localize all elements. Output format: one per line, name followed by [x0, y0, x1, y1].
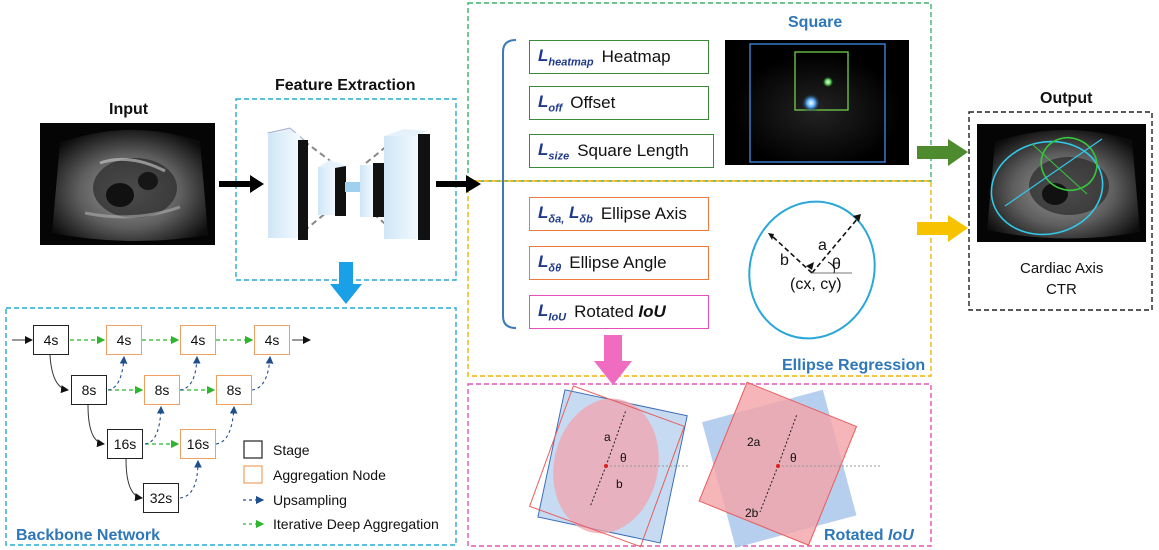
ellipse-label-b: b: [780, 252, 789, 269]
backbone-agg-16s-1: 16s: [180, 429, 216, 459]
iou-right-label-2a: 2a: [747, 435, 761, 449]
backbone-title: Backbone Network: [16, 527, 161, 544]
input-title: Input: [109, 101, 149, 118]
ellipse-section-title: Ellipse Regression: [782, 357, 926, 374]
backbone-agg-4s-3: 4s: [254, 325, 290, 355]
loss-size-symbol: Lsize: [538, 139, 570, 163]
backbone-stage-4s: 4s: [33, 325, 69, 355]
input-ultrasound-image: [40, 123, 215, 245]
loss-offset-label: Offset: [570, 93, 616, 112]
loss-offset-box: Loff Offset: [529, 86, 709, 120]
square-section-box: [467, 2, 932, 182]
loss-iou-symbol: LIoU: [538, 300, 567, 324]
ellipse-label-center: (cx, cy): [790, 276, 842, 293]
iou-title-prefix: Rotated: [824, 527, 888, 544]
loss-heatmap-box: Lheatmap Heatmap: [529, 40, 709, 74]
loss-ellipse-angle-symbol: Lδθ: [538, 251, 562, 275]
backbone-graph-lines: [12, 335, 311, 502]
iou-section-title: Rotated IoU: [824, 527, 914, 545]
iou-title-italic: IoU: [888, 527, 914, 544]
output-box: [968, 111, 1153, 311]
output-ultrasound-texture: [977, 124, 1146, 242]
output-label-ctr: CTR: [1046, 281, 1077, 298]
loss-bracket: [502, 39, 517, 329]
arrow-ellipse-to-output: [917, 215, 968, 242]
backbone-agg-4s-2: 4s: [180, 325, 216, 355]
iou-right-label-2b: 2b: [745, 506, 759, 520]
legend-aggregation-label: Aggregation Node: [273, 467, 386, 483]
output-title: Output: [1040, 90, 1093, 107]
loss-ellipse-axis-label: Ellipse Axis: [600, 204, 687, 223]
loss-size-box: Lsize Square Length: [529, 134, 714, 168]
encoder-decoder-graphic: [266, 127, 430, 240]
loss-iou-box: LIoU Rotated IoU: [529, 295, 709, 329]
backbone-agg-8s-1: 8s: [144, 375, 180, 405]
iou-left-label-theta: θ: [620, 451, 627, 465]
iou-left-graphic: [528, 385, 690, 548]
ellipse-diagram: [748, 200, 876, 340]
loss-heatmap-symbol: Lheatmap: [538, 45, 594, 69]
legend-agg-swatch: [243, 465, 263, 484]
output-ultrasound-image: [977, 124, 1146, 242]
iou-left-label-a: a: [604, 430, 611, 444]
iou-section-box: [467, 383, 932, 547]
legend-ida-label: Iterative Deep Aggregation: [273, 516, 439, 532]
arrow-iou-down: [594, 335, 632, 385]
iou-right-label-theta: θ: [790, 451, 797, 465]
iou-left-label-b: b: [616, 477, 623, 491]
input-ultrasound-texture: [40, 123, 215, 245]
arrow-fe-to-backbone: [330, 262, 362, 304]
backbone-agg-8s-2: 8s: [216, 375, 252, 405]
legend-stage-label: Stage: [273, 442, 310, 458]
square-heatmap-panel: [725, 40, 909, 165]
ellipse-section-box: [467, 180, 932, 377]
loss-ellipse-axis-box: Lδa, Lδb Ellipse Axis: [529, 197, 709, 231]
loss-iou-label: Rotated IoU: [574, 302, 666, 321]
ellipse-label-a: a: [818, 237, 827, 254]
legend-upsampling-label: Upsampling: [273, 492, 347, 508]
backbone-stage-8s: 8s: [71, 375, 107, 405]
feature-extraction-title: Feature Extraction: [275, 77, 416, 94]
loss-heatmap-label: Heatmap: [601, 47, 671, 66]
loss-size-label: Square Length: [577, 141, 689, 160]
loss-offset-symbol: Loff: [538, 91, 563, 115]
legend-stage-swatch: [243, 440, 263, 459]
arrow-square-to-output: [917, 139, 968, 166]
backbone-stage-16s: 16s: [107, 429, 143, 459]
backbone-box: [5, 307, 457, 546]
backbone-agg-4s-1: 4s: [106, 325, 142, 355]
loss-ellipse-angle-box: Lδθ Ellipse Angle: [529, 246, 709, 280]
loss-ellipse-angle-label: Ellipse Angle: [569, 253, 667, 272]
output-label-cardiac-axis: Cardiac Axis: [1020, 260, 1104, 277]
ellipse-label-theta: θ: [832, 256, 841, 273]
backbone-stage-32s: 32s: [143, 483, 179, 513]
iou-right-graphic: [698, 381, 880, 548]
loss-ellipse-axis-symbol: Lδa, Lδb: [538, 202, 593, 226]
legend-symbols: [243, 440, 265, 529]
square-section-title: Square: [788, 14, 843, 31]
